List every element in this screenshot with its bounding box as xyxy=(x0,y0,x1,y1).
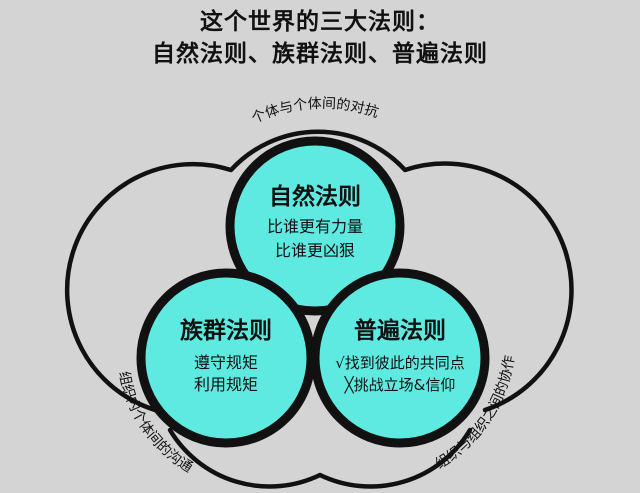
title-block: 这个世界的三大法则： 自然法则、族群法则、普遍法则 xyxy=(0,6,640,70)
circle-nature: 自然法则 比谁更有力量 比谁更凶狠 xyxy=(225,136,405,316)
circle-nature-line-1: 比谁更有力量 xyxy=(267,217,363,236)
circle-group-title: 族群法则 xyxy=(180,317,272,344)
circle-universal: 普遍法则 √找到彼此的共同点 ╳挑战立场&信仰 xyxy=(310,268,490,448)
arc-label-top: 个体与个体间的对抗 xyxy=(249,96,380,127)
circle-group-line-2: 利用规矩 xyxy=(194,375,258,394)
circle-group: 族群法则 遵守规矩 利用规矩 xyxy=(136,268,316,448)
title-line-1: 这个世界的三大法则： xyxy=(200,9,440,35)
circle-group-line-1: 遵守规矩 xyxy=(194,353,258,372)
circle-nature-line-2: 比谁更凶狠 xyxy=(275,241,355,260)
arc-label-top-text: 个体与个体间的对抗 xyxy=(249,96,380,127)
title-line-2: 自然法则、族群法则、普遍法则 xyxy=(152,41,488,67)
circle-universal-line-1: √找到彼此的共同点 xyxy=(335,354,465,372)
circle-universal-line-2: ╳挑战立场&信仰 xyxy=(344,376,456,394)
circle-universal-title: 普遍法则 xyxy=(354,317,446,344)
outer-trefoil-outline xyxy=(64,129,574,489)
circle-nature-title: 自然法则 xyxy=(269,183,361,210)
